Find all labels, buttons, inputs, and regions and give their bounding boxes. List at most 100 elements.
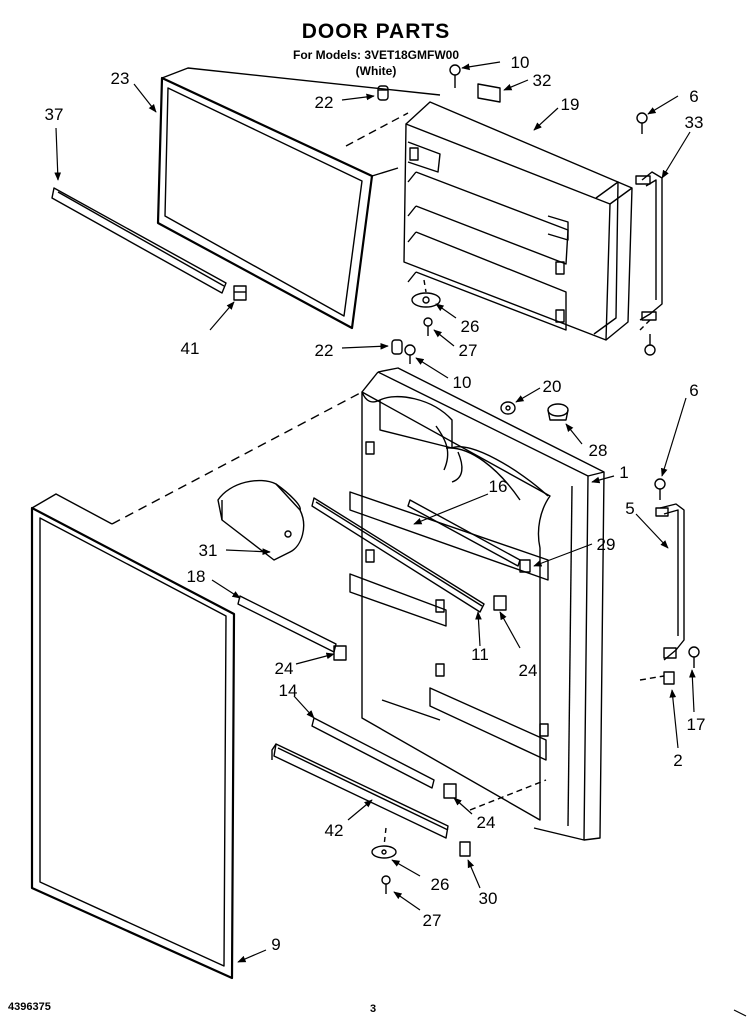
shelf-trim-11-part <box>311 497 485 613</box>
leader-1 <box>591 475 615 484</box>
leader-24b <box>499 611 521 649</box>
callout-18: 18 <box>187 567 206 586</box>
dashed-leader <box>423 279 427 293</box>
color-subtitle: (White) <box>355 64 397 78</box>
callout-24-left: 24 <box>275 659 294 678</box>
plug-28 <box>547 403 569 421</box>
part-30 <box>459 841 471 857</box>
callout-6-lower: 6 <box>689 381 698 400</box>
lower-hinge-part <box>655 503 685 661</box>
page-title: DOOR PARTS <box>301 20 451 43</box>
callout-24-right: 24 <box>519 661 538 680</box>
callout-26-lower: 26 <box>431 875 450 894</box>
leader-14 <box>293 695 315 719</box>
callout-19: 19 <box>561 95 580 114</box>
freezer-gasket-part <box>156 67 441 330</box>
leader-27b <box>393 891 421 911</box>
leader-27a <box>433 329 455 347</box>
callout-17: 17 <box>687 715 706 734</box>
shelf-trim-42-part <box>271 743 449 839</box>
dashed-leader <box>345 112 409 147</box>
callout-24-lower: 24 <box>477 813 496 832</box>
callout-32: 32 <box>533 71 552 90</box>
clip-24-lower <box>443 783 457 799</box>
hinge-pin-2 <box>663 671 675 685</box>
document-number: 4396375 <box>8 1001 51 1013</box>
screw-27-upper <box>423 317 433 336</box>
callout-10-upper: 10 <box>511 53 530 72</box>
freezer-shelf-trim-part <box>51 187 227 294</box>
leader-16 <box>413 493 489 525</box>
leader-18 <box>211 579 241 599</box>
callout-16: 16 <box>489 477 508 496</box>
callout-14: 14 <box>279 681 298 700</box>
leader-42 <box>347 799 373 821</box>
dairy-door-part <box>217 479 305 561</box>
leader-30 <box>467 859 481 889</box>
screw-10-middle <box>404 344 416 364</box>
dashed-leader <box>639 317 653 331</box>
callout-10-middle: 10 <box>453 373 472 392</box>
screw-17 <box>688 646 700 668</box>
plate-32-part <box>477 83 501 103</box>
screw-6-upper-bottom <box>644 334 656 356</box>
leader-9 <box>237 949 267 963</box>
leader-33 <box>661 131 691 179</box>
leader-26a <box>435 303 457 319</box>
callout-2: 2 <box>673 751 682 770</box>
page-number: 3 <box>370 1003 377 1015</box>
leader-22b <box>341 342 389 350</box>
callout-27-lower: 27 <box>423 911 442 930</box>
dashed-leader <box>469 779 547 811</box>
corner-mark <box>733 1009 747 1017</box>
dashed-leader <box>639 675 665 681</box>
shelf-trim-16-part <box>407 499 521 567</box>
leader-31 <box>225 548 271 556</box>
fresh-food-door-liner-part <box>349 367 605 841</box>
leader-11 <box>475 611 482 647</box>
leader-17 <box>689 669 696 713</box>
model-subtitle: For Models: 3VET18GMFW00 <box>292 48 460 62</box>
leader-24a <box>295 652 335 665</box>
clip-24-left <box>333 645 347 661</box>
clip-41-part <box>233 285 247 301</box>
callout-1: 1 <box>619 463 628 482</box>
callout-9: 9 <box>271 935 280 954</box>
leader-10a <box>461 61 501 71</box>
callout-27-upper: 27 <box>459 341 478 360</box>
upper-hinge-part <box>635 171 663 321</box>
leader-6b <box>661 397 687 477</box>
leader-41 <box>209 301 235 331</box>
callout-31: 31 <box>199 541 218 560</box>
leader-22a <box>341 93 375 101</box>
fastener-22-middle <box>391 339 403 355</box>
callout-20: 20 <box>543 377 562 396</box>
fresh-food-gasket-part <box>30 493 236 980</box>
callout-5: 5 <box>625 499 634 518</box>
part-20 <box>500 401 516 415</box>
leader-32 <box>503 79 529 91</box>
callout-23: 23 <box>111 69 130 88</box>
clip-29-part <box>519 559 531 573</box>
leader-29 <box>533 543 593 567</box>
leader-6a <box>647 95 679 115</box>
callout-22-middle: 22 <box>315 341 334 360</box>
leader-26b <box>391 859 421 877</box>
freezer-door-liner-part <box>403 101 633 341</box>
fastener-22-upper <box>377 85 389 101</box>
screw-6-upper-top <box>636 112 648 134</box>
shelf-trim-18-part <box>237 595 337 653</box>
callout-26-upper: 26 <box>461 317 480 336</box>
leader-20 <box>515 387 541 403</box>
callout-22-upper: 22 <box>315 93 334 112</box>
callout-33: 33 <box>685 113 704 132</box>
bracket-26-lower <box>371 845 397 859</box>
screw-6-lower <box>654 478 666 500</box>
callout-30: 30 <box>479 889 498 908</box>
callout-28: 28 <box>589 441 608 460</box>
leader-23 <box>133 83 157 113</box>
screw-10-upper <box>449 64 461 88</box>
bracket-26-upper <box>411 292 441 308</box>
